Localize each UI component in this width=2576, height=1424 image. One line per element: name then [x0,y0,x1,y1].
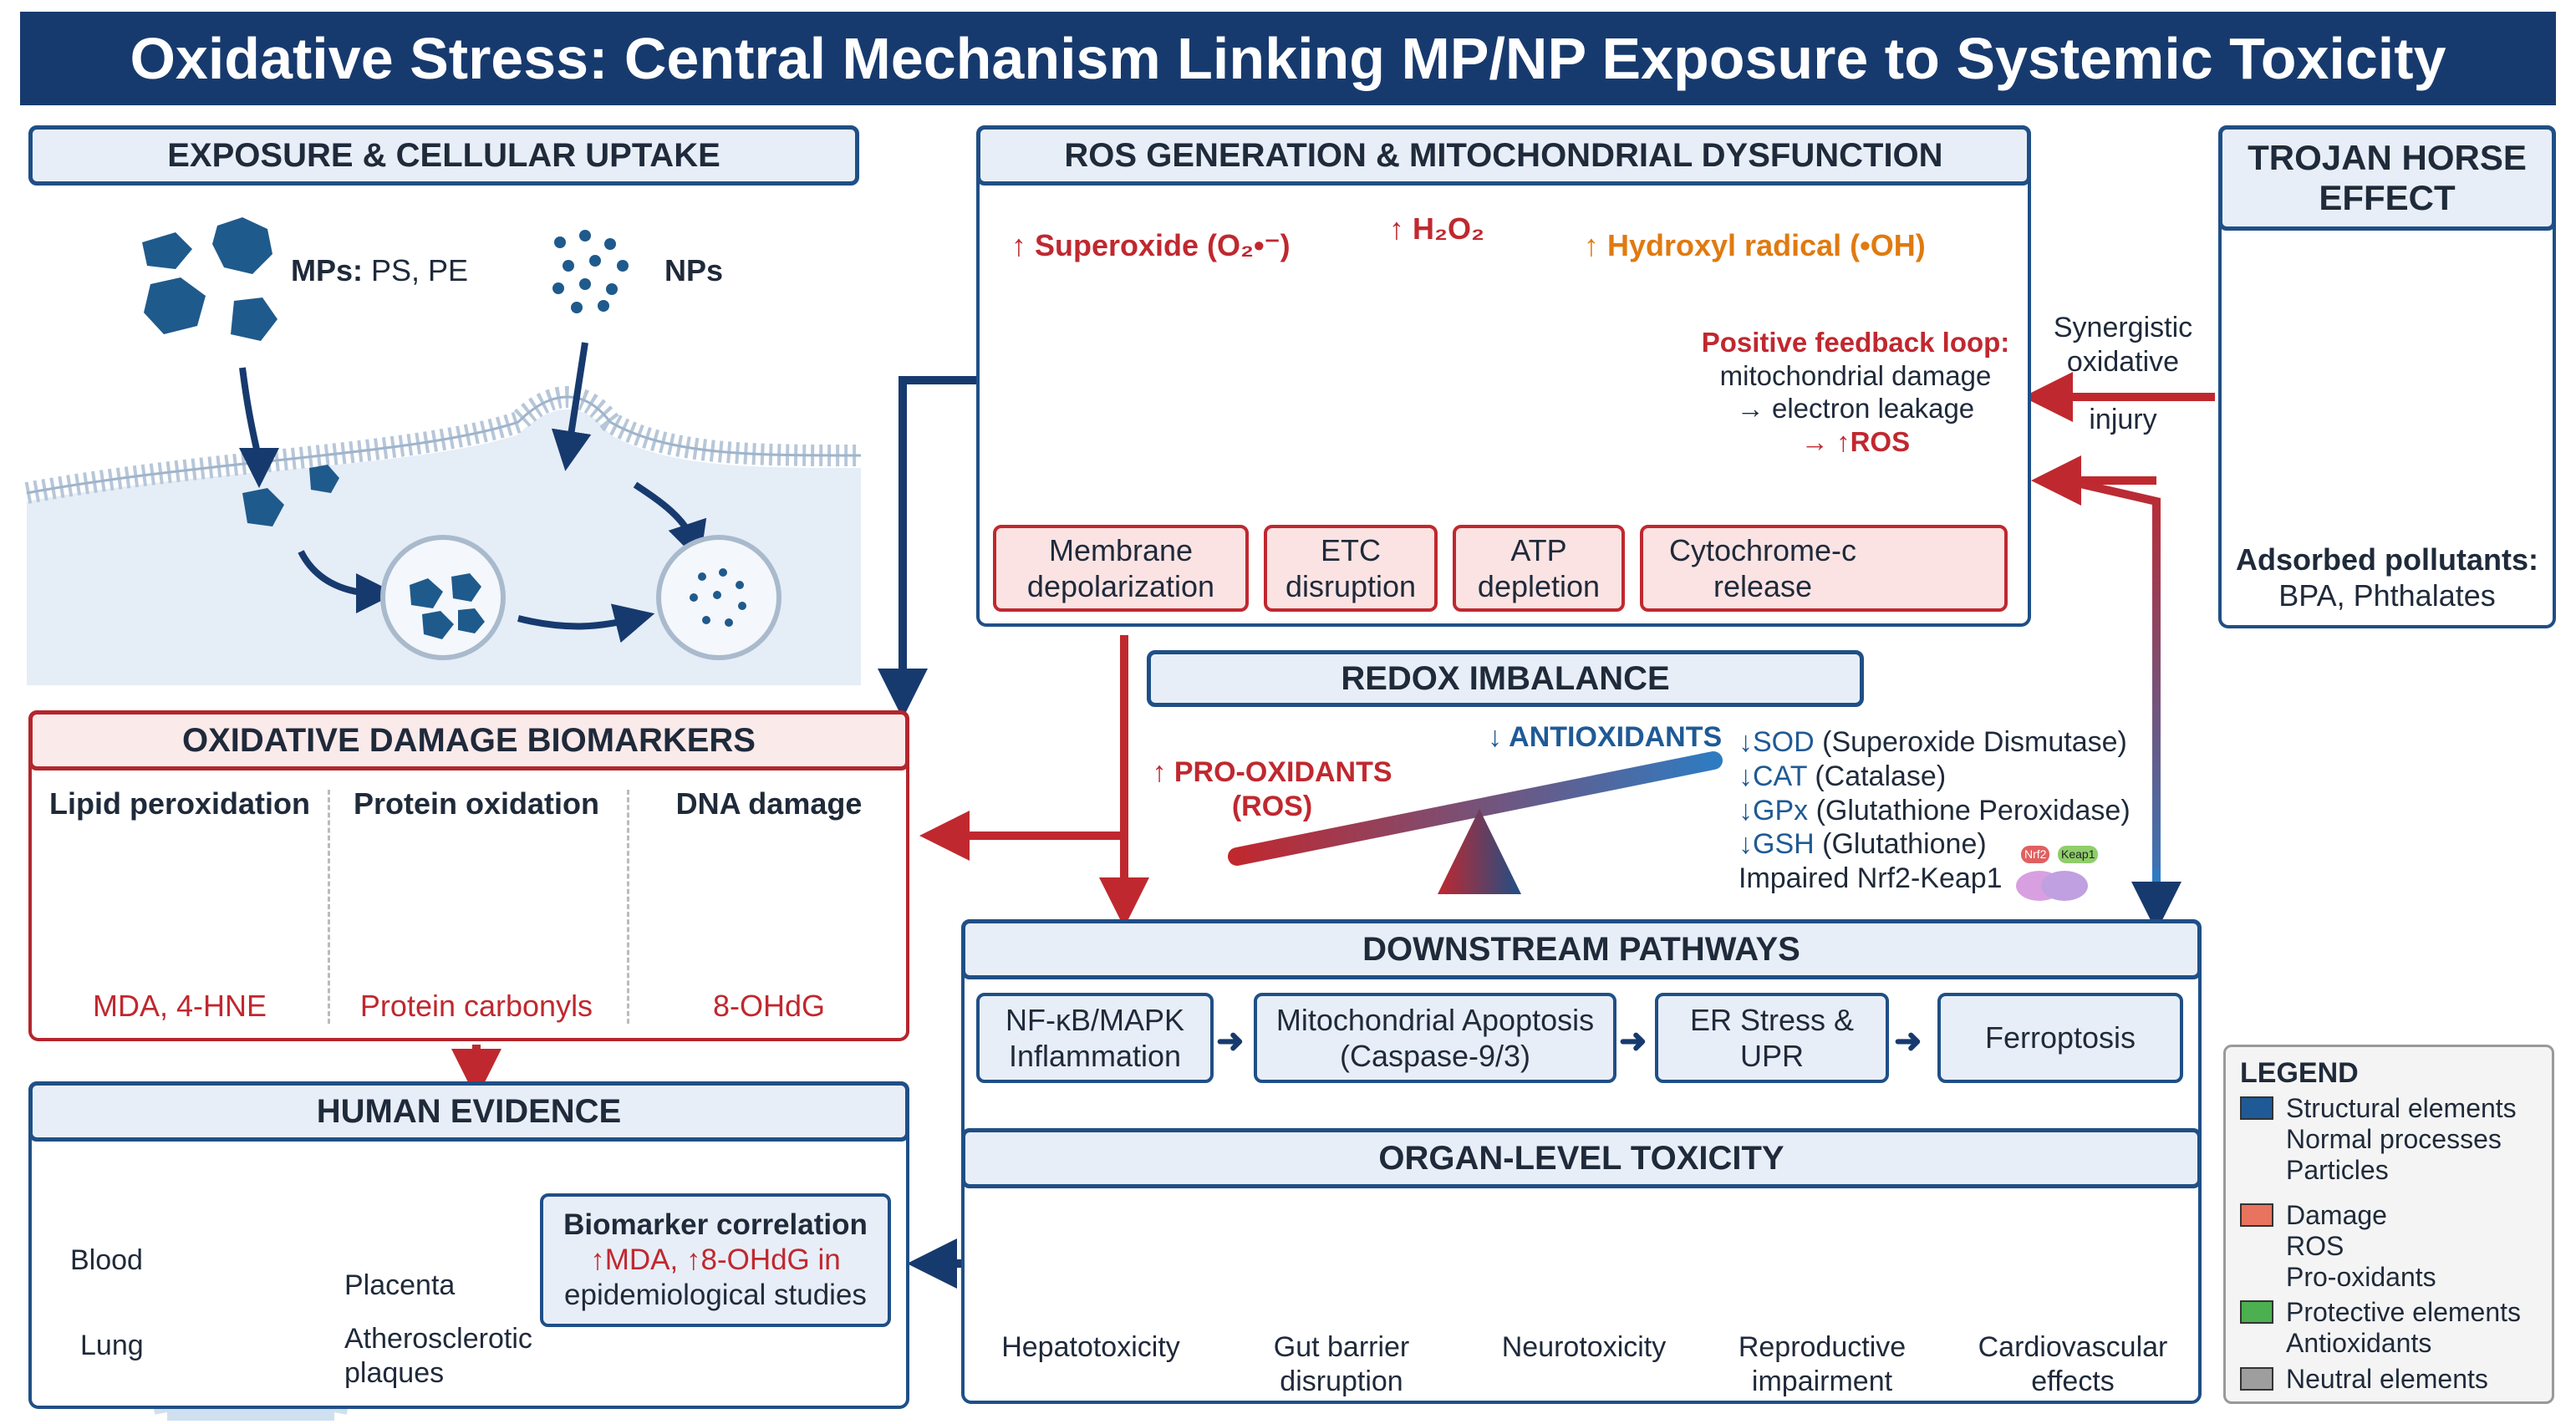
legend-entry-structural: Structural elements Normal processes Par… [2286,1093,2517,1185]
legend-entry-neutral: Neutral elements [2286,1364,2488,1394]
feedback-title: Positive feedback loop: [1701,327,2010,358]
organ-cardiovascular: Cardiovascular effects [1978,1331,2168,1397]
human-evidence-header: HUMAN EVIDENCE [28,1081,909,1142]
pathway-er-stress: ER Stress & UPR [1655,993,1889,1083]
nps-label: NPs [664,253,724,287]
synergy-line-2: oxidative [2066,345,2180,378]
organ-neurotoxicity: Neurotoxicity [1501,1331,1667,1363]
organ-header: ORGAN-LEVEL TOXICITY [961,1128,2202,1188]
nrf2-badge: Nrf2 [2021,846,2050,863]
biomarker-title-lipid: Lipid peroxidation [49,786,310,821]
mps-label: MPs: [291,253,364,287]
h2o2-label: ↑ H₂O₂ [1389,211,1484,246]
page-title: Oxidative Stress: Central Mechanism Link… [20,12,2556,105]
label-blood: Blood [70,1244,143,1276]
trojan-header: TROJAN HORSE EFFECT [2218,125,2556,231]
pathway-arrow-3: ➜ [1894,1023,1922,1060]
synergy-line-3: injury [2089,403,2157,435]
ros-header: ROS GENERATION & MITOCHONDRIAL DYSFUNCTI… [976,125,2031,186]
label-placenta: Placenta [344,1269,456,1301]
organ-reproductive: Reproductive impairment [1738,1331,1907,1397]
pro-oxidants-line-1: ↑ PRO-OXIDANTS [1152,756,1392,788]
biomarker-marker-protein: Protein carbonyls [359,989,593,1023]
hydroxyl-label: ↑ Hydroxyl radical (•OH) [1584,228,1926,262]
mps-label-group: MPs: PS, PE [291,252,468,288]
enzyme-cat: ↓CAT (Catalase) [1739,760,1947,792]
trojan-mp-label: MP [2352,374,2415,420]
nrf2-keap1-illustration [2016,871,2088,901]
synergy-line-1: Synergistic [2053,312,2193,343]
biomarker-divider-1 [328,790,330,1024]
enzyme-gpx: ↓GPx (Glutathione Peroxidase) [1739,794,2131,826]
legend-swatch-neutral [2240,1367,2273,1391]
enzyme-sod: ↓SOD (Superoxide Dismutase) [1739,726,2127,758]
legend-entry-protective: Protective elements Antioxidants [2286,1297,2522,1358]
adsorbed-pollutants: Adsorbed pollutants: BPA, Phthalates [2223,542,2551,613]
legend-entry-damage: Damage ROS Pro-oxidants [2286,1200,2436,1292]
biomarkers-header: OXIDATIVE DAMAGE BIOMARKERS [28,710,909,770]
redox-seesaw [1228,751,1723,894]
pro-oxidants-line-2: (ROS) [1231,790,1313,822]
effect-etc-disruption: ETC disruption [1264,525,1438,612]
effect-atp-depletion: ATP depletion [1453,525,1625,612]
biomarker-title-protein: Protein oxidation [353,786,599,821]
correlation-title: Biomarker correlation [563,1208,868,1241]
pathway-arrow-1: ➜ [1216,1023,1245,1060]
legend-swatch-protective [2240,1300,2273,1324]
keap1-badge: Keap1 [2058,846,2099,863]
legend-swatch-structural [2240,1096,2273,1120]
feedback-line-3: → ↑ROS [1800,425,1911,457]
cytochrome-c-label: Cytochrome-c release [1668,532,1857,603]
organ-hepatotoxicity: Hepatotoxicity [1001,1331,1180,1363]
superoxide-label: ↑ Superoxide (O₂•⁻) [1011,228,1291,262]
legend-title: LEGEND [2240,1057,2359,1089]
redox-header: REDOX IMBALANCE [1147,650,1864,707]
synergy-text: Synergistic oxidative injury [2031,311,2215,436]
pathway-ferroptosis: Ferroptosis [1937,993,2183,1083]
antioxidant-enzyme-list: ↓SOD (Superoxide Dismutase) ↓CAT (Catala… [1739,725,2131,896]
enzyme-gsh: ↓GSH (Glutathione) [1739,828,1987,861]
label-atherosclerotic-plaques: Atherosclerotic plaques [344,1323,532,1389]
legend-panel [2223,1045,2554,1404]
correlation-line-1: ↑MDA, ↑8-OHdG in [590,1243,841,1276]
biomarker-divider-2 [627,790,629,1024]
legend-swatch-damage [2240,1203,2273,1227]
biomarker-marker-lipid: MDA, 4-HNE [92,989,267,1023]
downstream-header: DOWNSTREAM PATHWAYS [961,919,2202,979]
effect-cytochrome-c-release: Cytochrome-c release [1640,525,2008,612]
cell-illustration [24,217,862,685]
biomarker-correlation-box: Biomarker correlation ↑MDA, ↑8-OHdG in e… [540,1193,891,1327]
pollutants-title: Adsorbed pollutants: [2236,542,2538,577]
correlation-line-2: epidemiological studies [564,1279,867,1311]
mps-types: PS, PE [363,253,469,287]
label-lung: Lung [80,1330,144,1361]
effect-membrane-depolarization: Membrane depolarization [993,525,1249,612]
pollutants-list: BPA, Phthalates [2278,578,2496,613]
feedback-loop-text: Positive feedback loop: mitochondrial da… [1688,326,2023,458]
biomarker-title-dna: DNA damage [675,786,863,821]
feedback-line-1: mitochondrial damage [1719,359,1992,391]
exposure-header: EXPOSURE & CELLULAR UPTAKE [28,125,859,186]
organ-gut-barrier: Gut barrier disruption [1273,1331,1410,1397]
nrf2-keap1-label: Impaired Nrf2-Keap1 [1739,862,2003,895]
pathway-apoptosis: Mitochondrial Apoptosis (Caspase-9/3) [1254,993,1616,1083]
pathway-inflammation: NF-κB/MAPK Inflammation [976,993,1214,1083]
feedback-line-2: → electron leakage [1736,393,1975,425]
biomarker-marker-dna: 8-OHdG [712,989,826,1023]
pathway-arrow-2: ➜ [1619,1023,1647,1060]
pro-oxidants-label: ↑ PRO-OXIDANTS (ROS) [1147,755,1397,824]
antioxidants-label: ↓ ANTIOXIDANTS [1488,721,1723,753]
